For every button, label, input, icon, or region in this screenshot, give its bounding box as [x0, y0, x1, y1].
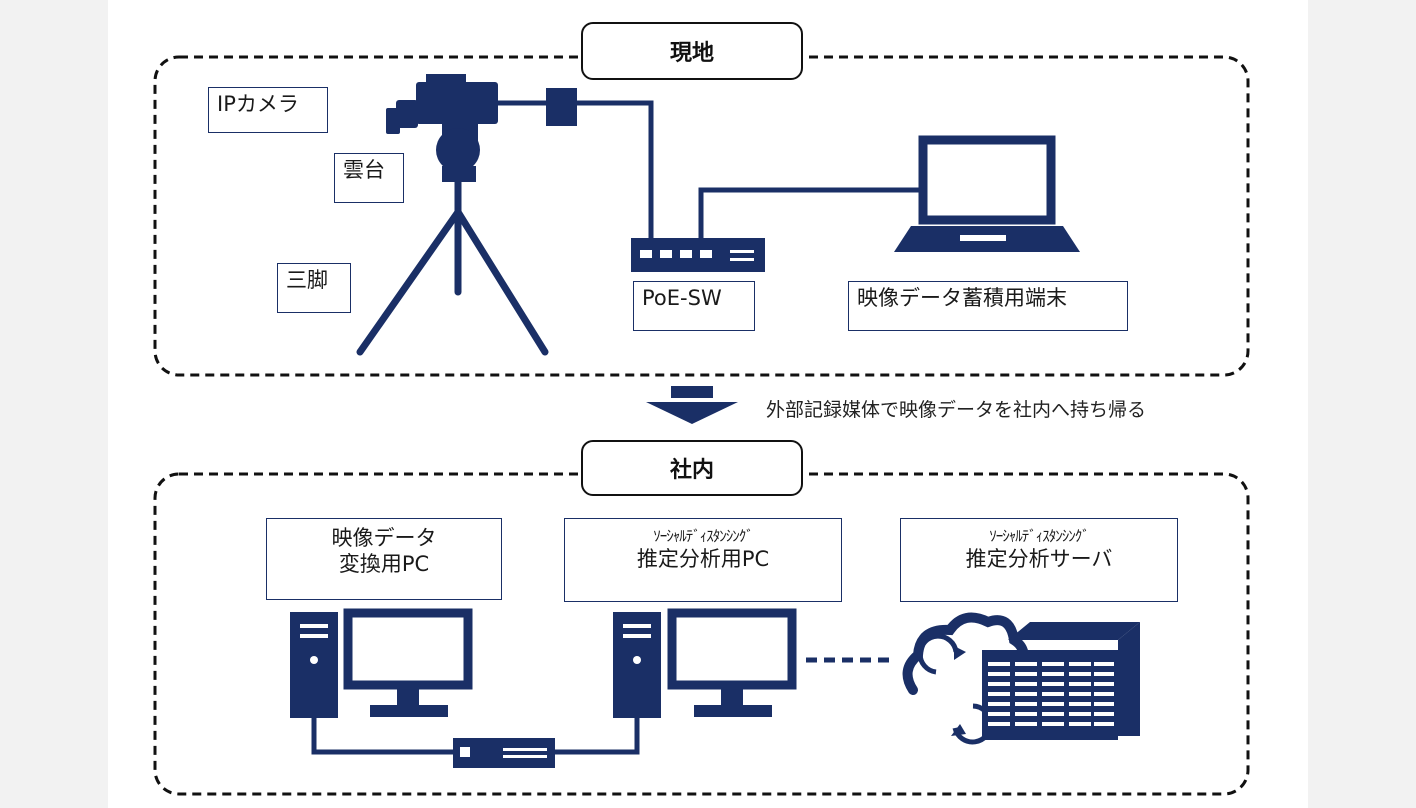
- site-section-border: [153, 55, 1250, 377]
- ip-camera-icon: [386, 74, 498, 134]
- analysis-server-label-line1: ｿｰｼｬﾙﾃﾞｨｽﾀﾝｼﾝｸﾞ: [989, 527, 1090, 545]
- pan-tilt-icon: [436, 124, 480, 182]
- tripod-icon: [356, 176, 549, 356]
- storage-terminal-label: 映像データ蓄積用端末: [848, 281, 1128, 331]
- analysis-pc-label: ｿｰｼｬﾙﾃﾞｨｽﾀﾝｼﾝｸﾞ 推定分析用PC: [564, 518, 842, 602]
- diagram-canvas: 現地 社内 IPカメラ 雲台 三脚 PoE-SW 映像データ蓄積用端末 外部記録…: [108, 0, 1308, 808]
- external-media-cable: [311, 718, 453, 755]
- poe-switch-label: PoE-SW: [633, 281, 755, 331]
- analysis-server-label-line2: 推定分析サーバ: [965, 546, 1113, 571]
- poe-connector: [546, 88, 577, 126]
- transfer-note: 外部記録媒体で映像データを社内へ持ち帰る: [766, 399, 1147, 421]
- analysis-pc-label-line1: ｿｰｼｬﾙﾃﾞｨｽﾀﾝｼﾝｸﾞ: [653, 527, 754, 545]
- office-section-title-text: 社内: [669, 458, 714, 483]
- external-media-icon: [453, 738, 555, 768]
- office-section-title: 社内: [581, 440, 803, 496]
- ip-camera-label: IPカメラ: [208, 87, 328, 133]
- analysis-pc-icon: [613, 608, 797, 718]
- laptop-icon: [894, 135, 1080, 252]
- connector-to-switch-cable: [577, 100, 654, 240]
- external-media-cable-2: [555, 718, 640, 755]
- pan-tilt-label: 雲台: [334, 153, 404, 203]
- conversion-pc-label-line2: 変換用PC: [338, 552, 430, 577]
- analysis-server-label: ｿｰｼｬﾙﾃﾞｨｽﾀﾝｼﾝｸﾞ 推定分析サーバ: [900, 518, 1178, 602]
- conversion-pc-icon: [290, 608, 473, 718]
- office-section-border: [153, 472, 1250, 796]
- tripod-label: 三脚: [277, 263, 351, 313]
- switch-to-laptop-cable: [698, 187, 922, 240]
- cloud-server-icon: [902, 612, 1140, 745]
- poe-switch-icon: [631, 238, 765, 272]
- transfer-arrow: [646, 386, 738, 424]
- analysis-pc-label-line2: 推定分析用PC: [636, 546, 770, 571]
- site-section-title: 現地: [581, 22, 803, 80]
- diagram-artwork: [153, 55, 1250, 796]
- conversion-pc-label-line1: 映像データ: [331, 526, 437, 550]
- site-section-title-text: 現地: [669, 41, 714, 66]
- conversion-pc-label: 映像データ 変換用PC: [266, 518, 502, 600]
